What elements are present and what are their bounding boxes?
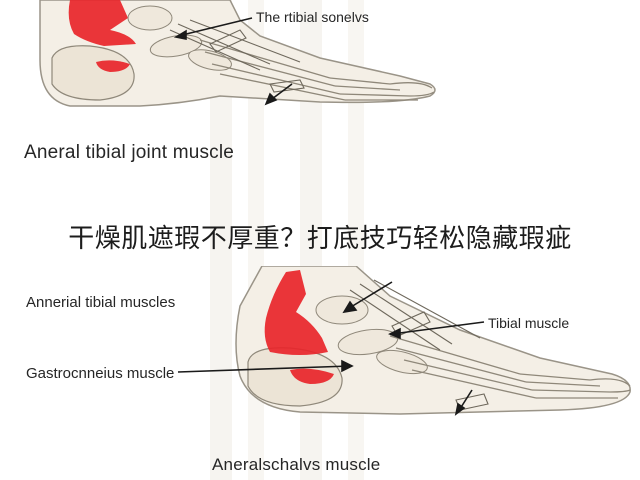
foot-anatomy-illustration-bottom xyxy=(177,266,631,416)
label-gastrocnemius-muscle: Gastrocnneius muscle xyxy=(26,365,175,382)
figure-caption-bottom: Aneralschalvs muscle xyxy=(212,455,381,474)
metatarsal-bones xyxy=(199,39,435,101)
metatarsal-bones xyxy=(389,335,631,399)
callout-arrows xyxy=(173,17,293,106)
figure-caption-top: Aneral tibial joint muscle xyxy=(24,142,235,163)
red-muscle-regions xyxy=(264,270,334,384)
ankle-bones xyxy=(315,295,428,375)
label-tibial-muscle: Tibial muscle xyxy=(488,315,570,331)
callout-arrows xyxy=(177,281,485,416)
heel-bone xyxy=(51,45,135,101)
label-anterior-tibial-muscles: Annerial tibial muscles xyxy=(26,294,176,311)
red-muscle-regions xyxy=(68,0,136,72)
overlay-title: 干燥肌遮瑕不厚重？打底技巧轻松隐藏瑕疵 xyxy=(68,224,572,254)
label-tibial-tendons: The rtibial sonelvs xyxy=(256,9,369,25)
ankle-bones xyxy=(127,5,232,71)
foot-anatomy-illustration-top xyxy=(39,0,436,107)
